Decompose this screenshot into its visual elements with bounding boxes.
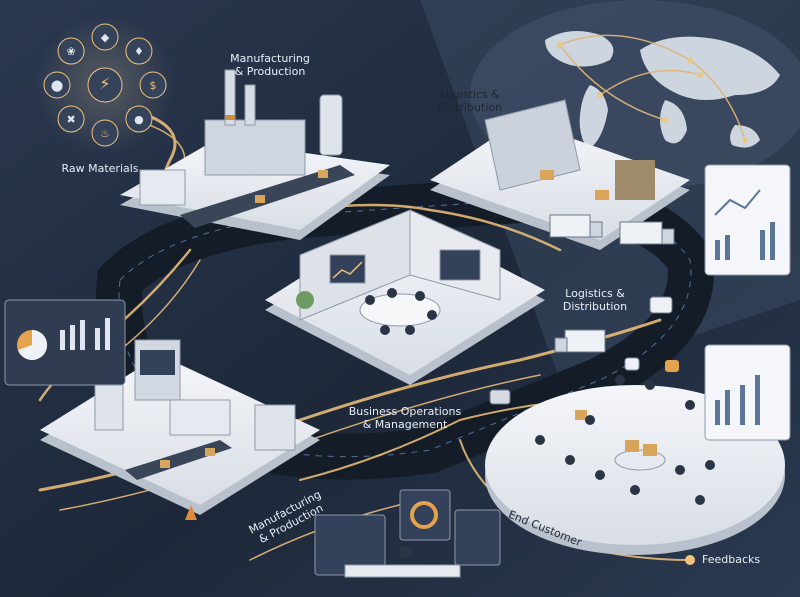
leaf-icon: ❀ <box>57 37 85 65</box>
svg-text:◆: ◆ <box>101 31 110 44</box>
fire-icon: ♨ <box>91 119 119 147</box>
tools-icon: ✖ <box>57 105 85 133</box>
svg-text:⬤: ⬤ <box>51 79 63 92</box>
customer-platform <box>485 344 791 555</box>
dashboard-panel-left <box>4 299 126 386</box>
rock-icon: ◆ <box>91 23 119 51</box>
label-feedbacks: Feedbacks <box>702 553 761 566</box>
label-manufacturing-top: Manufacturing & Production <box>230 52 310 78</box>
svg-text:✖: ✖ <box>66 113 75 126</box>
label-logistics-mid: Logistics & Distribution <box>562 287 628 313</box>
lightning-icon: ⚡ <box>87 67 123 103</box>
raw-materials-cluster: ◆ ♦ $ ● ⚡ ♨ ✖ ⬤ ❀ <box>35 15 175 155</box>
crystal-icon: ♦ <box>125 37 153 65</box>
feedback-marker <box>685 555 695 565</box>
svg-text:●: ● <box>134 113 144 126</box>
manufacturing-platform-top <box>120 69 390 240</box>
control-desk <box>314 489 501 578</box>
office-platform <box>265 209 545 385</box>
ore-icon: ● <box>125 105 153 133</box>
trucks <box>489 214 675 405</box>
dashboard-panel-right <box>704 164 791 276</box>
logistics-platform-top <box>430 99 690 250</box>
svg-text:♦: ♦ <box>134 45 144 58</box>
water-drop-icon: ⬤ <box>43 71 71 99</box>
svg-text:❀: ❀ <box>66 45 75 58</box>
svg-text:⚡: ⚡ <box>99 74 110 93</box>
svg-text:♨: ♨ <box>100 127 110 140</box>
label-business-ops: Business Operations & Management <box>348 405 462 431</box>
label-logistics-top: Logistics & Distribution <box>437 88 503 114</box>
dollar-icon: $ <box>139 71 167 99</box>
label-raw-materials: Raw Materials <box>61 162 139 175</box>
svg-text:$: $ <box>150 79 157 92</box>
